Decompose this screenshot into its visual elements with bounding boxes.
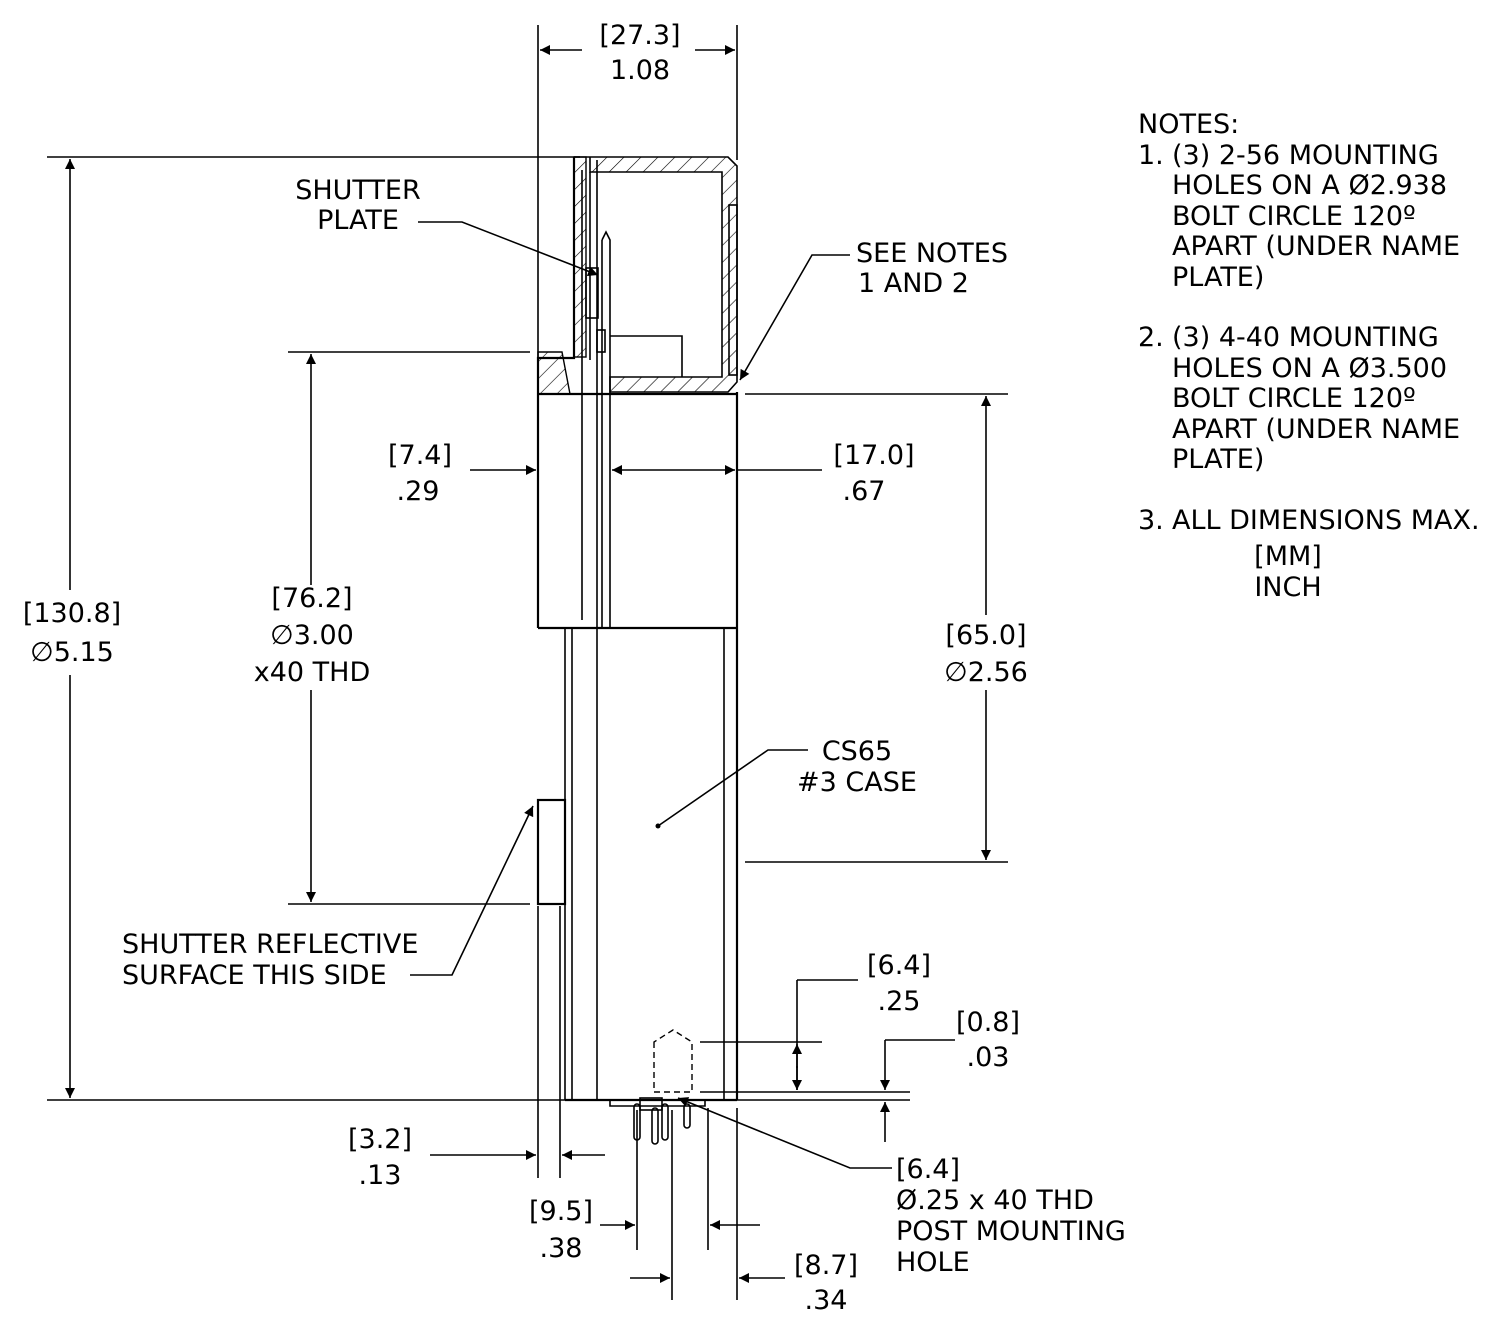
extension-lines [47, 25, 1008, 1300]
note-number: 2. [1138, 322, 1164, 353]
dim-case-in: ∅2.56 [944, 657, 1028, 688]
dim-pin-span-mm: [8.7] [794, 1250, 858, 1281]
dim-recess-in: .03 [967, 1042, 1010, 1073]
callout-shutter-plate-1: SHUTTER [295, 175, 421, 206]
dim-flange-in: .29 [397, 476, 440, 507]
callout-reflective-2: SURFACE THIS SIDE [122, 960, 387, 991]
callout-case-2: #3 CASE [797, 767, 917, 798]
callout-post-1: [6.4] [896, 1154, 960, 1185]
part-body [536, 156, 739, 1145]
callout-post-2: Ø.25 x 40 THD [896, 1185, 1094, 1216]
dim-case-mm: [65.0] [945, 620, 1026, 651]
note-number: 1. [1138, 139, 1164, 171]
housing-left-wall-hatch [573, 156, 587, 358]
note-number: 3. [1138, 504, 1164, 536]
note-item: 2. (3) 4-40 MOUNTING HOLES ON A Ø3.500 B… [1138, 322, 1498, 476]
dimension-labels: [27.3] 1.08 [130.8] ∅5.15 [76.2] ∅3.00 x… [23, 20, 1028, 1316]
callout-shutter-plate-2: PLATE [317, 205, 399, 236]
dim-depth-in: .67 [843, 476, 886, 507]
callout-reflective-1: SHUTTER REFLECTIVE [122, 929, 418, 960]
callout-see-notes-2: 1 AND 2 [858, 268, 969, 299]
dim-width-in: 1.08 [610, 55, 670, 86]
dim-overall-in: ∅5.15 [30, 637, 114, 668]
callout-labels: SHUTTER PLATE SEE NOTES 1 AND 2 CS65 #3 … [122, 175, 1126, 1278]
dimension-lines [65, 45, 991, 1283]
callout-case-1: CS65 [822, 736, 892, 767]
dim-flange-mm: [7.4] [388, 440, 452, 471]
dim-thread-extra: x40 THD [254, 657, 371, 688]
dim-thread-in: ∅3.00 [270, 620, 354, 651]
note-item: 3. ALL DIMENSIONS MAX. [1138, 504, 1498, 537]
dim-pin-offset-mm: [9.5] [529, 1196, 593, 1227]
dim-depth-mm: [17.0] [833, 440, 914, 471]
units-inch-label: INCH [1254, 571, 1322, 603]
dim-pin-span-in: .34 [805, 1285, 848, 1316]
callout-see-notes-1: SEE NOTES [856, 238, 1008, 269]
dim-thread-mm: [76.2] [271, 583, 352, 614]
callout-post-4: HOLE [896, 1247, 970, 1278]
notes-title: NOTES: [1138, 109, 1240, 140]
dim-recess-mm: [0.8] [956, 1007, 1020, 1038]
units-mm-label: [MM] [1254, 541, 1322, 572]
callout-post-3: POST MOUNTING [896, 1216, 1126, 1247]
notes-panel: NOTES: 1. (3) 2-56 MOUNTING HOLES ON A Ø… [1138, 109, 1498, 603]
dim-overall-mm: [130.8] [23, 598, 121, 629]
leader-lines [410, 221, 892, 1169]
dim-width-mm: [27.3] [599, 20, 680, 51]
note-text: (3) 4-40 MOUNTING HOLES ON A Ø3.500 BOLT… [1172, 322, 1461, 475]
dim-gap-in: .13 [359, 1160, 402, 1191]
note-item: 1. (3) 2-56 MOUNTING HOLES ON A Ø2.938 B… [1138, 139, 1498, 294]
dim-gap-mm: [3.2] [348, 1124, 412, 1155]
connector-pins [609, 1097, 706, 1145]
dim-post-h-in: .25 [878, 986, 921, 1017]
dim-post-h-mm: [6.4] [867, 950, 931, 981]
note-text: ALL DIMENSIONS MAX. [1172, 504, 1480, 536]
dim-pin-offset-in: .38 [540, 1233, 583, 1264]
note-text: (3) 2-56 MOUNTING HOLES ON A Ø2.938 BOLT… [1172, 139, 1461, 293]
